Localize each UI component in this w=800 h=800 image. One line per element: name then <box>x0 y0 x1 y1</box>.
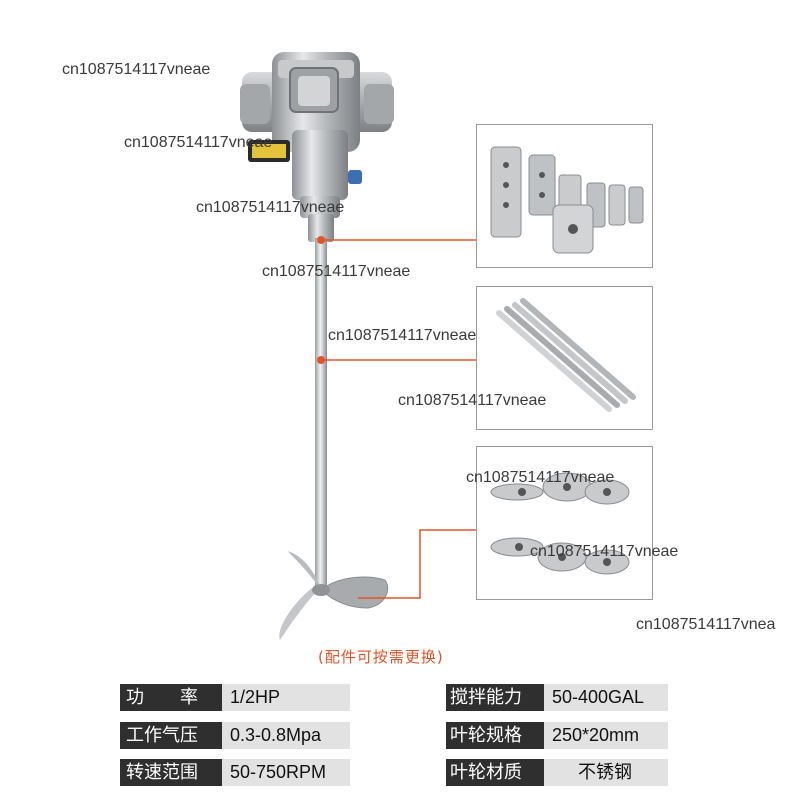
spec-label-power: 功 率 <box>120 684 224 711</box>
watermark-text: cn1087514117vneae <box>466 469 615 486</box>
spec-label-impeller-size: 叶轮规格 <box>446 722 548 749</box>
propeller-impeller <box>279 551 389 640</box>
mixer-shaft <box>315 238 327 593</box>
propellers-image <box>490 472 630 575</box>
spec-value-pressure: 0.3-0.8Mpa <box>222 722 350 749</box>
watermark-text: cn1087514117vneae <box>398 392 547 409</box>
watermark-text: cn1087514117vneae <box>530 543 679 560</box>
watermark-text: cn1087514117vneae <box>124 134 273 151</box>
spec-label-pressure: 工作气压 <box>120 722 224 749</box>
coupling-panel <box>476 124 653 268</box>
shaft-panel <box>476 286 653 430</box>
spec-value-impeller-material: 不锈钢 <box>544 759 668 786</box>
spec-value-impeller-size: 250*20mm <box>544 722 668 749</box>
propeller-panel <box>476 446 653 600</box>
accessory-caption: (配件可按需更换) <box>318 648 444 666</box>
watermark-text: cn1087514117vnea <box>636 616 776 633</box>
spec-label-capacity: 搅拌能力 <box>446 684 548 711</box>
spec-label-impeller-material: 叶轮材质 <box>446 759 548 786</box>
spec-value-power: 1/2HP <box>222 684 350 711</box>
spec-value-speed: 50-750RPM <box>222 759 350 786</box>
spec-label-speed: 转速范围 <box>120 759 224 786</box>
callout-lines <box>325 239 476 599</box>
watermark-text: cn1087514117vneae <box>328 327 477 344</box>
watermark-text: cn1087514117vneae <box>262 263 411 280</box>
couplings-image <box>490 146 644 254</box>
watermark-text: cn1087514117vneae <box>62 61 211 78</box>
air-motor <box>240 52 394 242</box>
shafts-image <box>496 298 636 412</box>
watermark-text: cn1087514117vneae <box>196 199 345 216</box>
spec-value-capacity: 50-400GAL <box>544 684 668 711</box>
